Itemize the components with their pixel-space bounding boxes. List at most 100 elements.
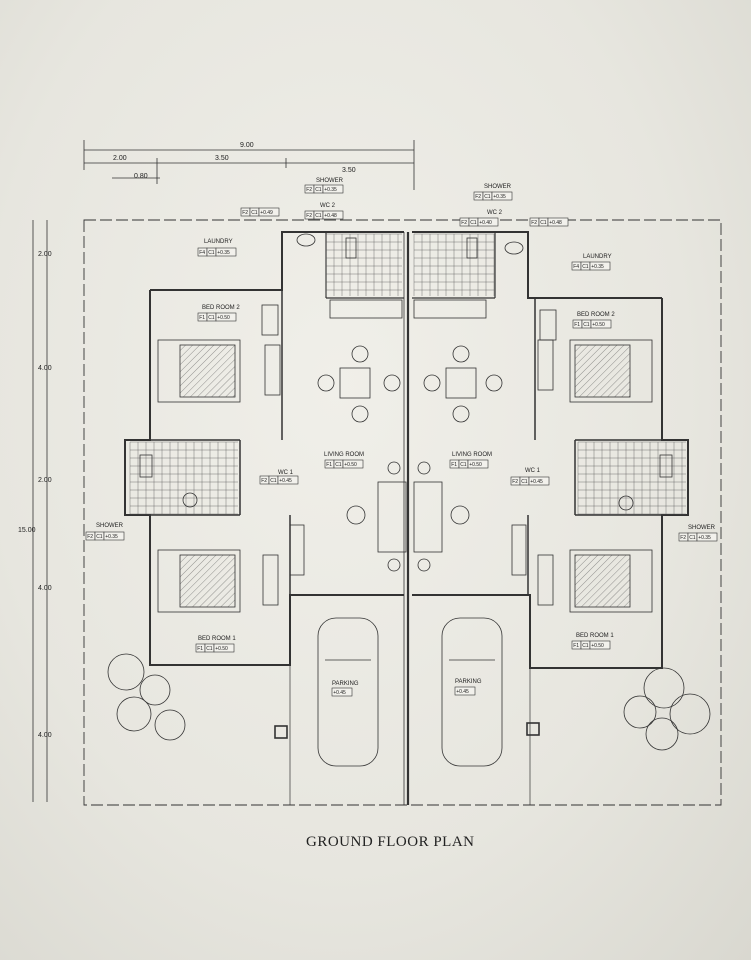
- svg-text:C1: C1: [582, 643, 589, 649]
- svg-text:C1: C1: [270, 478, 277, 484]
- svg-text:C1: C1: [540, 220, 547, 226]
- svg-text:+0.48: +0.48: [549, 220, 562, 226]
- svg-text:+0.50: +0.50: [217, 315, 230, 321]
- label-bedroom1-left: BED ROOM 1: [198, 636, 236, 642]
- label-bedroom1-right: BED ROOM 1: [576, 633, 614, 639]
- svg-text:+0.35: +0.35: [324, 187, 337, 193]
- label-bedroom2-right: BED ROOM 2: [577, 312, 615, 318]
- label-laundry-left: LAUNDRY: [204, 239, 233, 245]
- svg-text:+0.35: +0.35: [217, 250, 230, 256]
- label-shower-right: SHOWER: [688, 525, 716, 531]
- svg-text:C1: C1: [96, 534, 103, 540]
- label-shower-top-left: SHOWER: [316, 178, 344, 184]
- label-shower-left: SHOWER: [96, 523, 124, 529]
- svg-text:+0.45: +0.45: [333, 690, 346, 696]
- svg-text:F1: F1: [573, 643, 579, 649]
- label-living-left: LIVING ROOM: [324, 452, 364, 458]
- svg-text:C1: C1: [315, 213, 322, 219]
- dim-top-seg-3: 3.50: [342, 167, 356, 174]
- dim-left-4: 4.00: [38, 585, 52, 592]
- svg-text:C1: C1: [521, 479, 528, 485]
- svg-text:C1: C1: [689, 535, 696, 541]
- svg-text:F1: F1: [451, 462, 457, 468]
- svg-text:F4: F4: [199, 250, 205, 256]
- svg-text:F1: F1: [574, 322, 580, 328]
- svg-text:F1: F1: [197, 646, 203, 652]
- svg-text:C1: C1: [460, 462, 467, 468]
- svg-text:+0.35: +0.35: [591, 264, 604, 270]
- svg-text:C1: C1: [583, 322, 590, 328]
- svg-text:F1: F1: [326, 462, 332, 468]
- svg-text:F4: F4: [573, 264, 579, 270]
- svg-text:C1: C1: [470, 220, 477, 226]
- level-tag-right-parking: +0.45: [454, 686, 476, 696]
- svg-text:F2: F2: [512, 479, 518, 485]
- svg-text:F2: F2: [261, 478, 267, 484]
- svg-text:C1: C1: [582, 264, 589, 270]
- label-wc2-right: WC 2: [487, 210, 503, 216]
- dim-left-1: 2.00: [38, 251, 52, 258]
- svg-text:C1: C1: [335, 462, 342, 468]
- svg-text:F2: F2: [680, 535, 686, 541]
- label-wc1-left: WC 1: [278, 470, 294, 476]
- dim-left-3: 2.00: [38, 477, 52, 484]
- svg-text:C1: C1: [484, 194, 491, 200]
- label-shower-top-right: SHOWER: [484, 184, 512, 190]
- label-laundry-right: LAUNDRY: [583, 254, 612, 260]
- svg-text:C1: C1: [315, 187, 322, 193]
- dim-top-total: 9.00: [240, 142, 254, 149]
- dim-left-2: 4.00: [38, 365, 52, 372]
- svg-text:+0.35: +0.35: [493, 194, 506, 200]
- svg-text:+0.45: +0.45: [456, 689, 469, 695]
- dim-left-5: 4.00: [38, 732, 52, 739]
- svg-text:C1: C1: [208, 315, 215, 321]
- svg-text:+0.40: +0.40: [479, 220, 492, 226]
- label-bedroom2-left: BED ROOM 2: [202, 305, 240, 311]
- svg-text:+0.50: +0.50: [592, 322, 605, 328]
- dim-left-total: 15.00: [18, 527, 36, 534]
- svg-text:F2: F2: [475, 194, 481, 200]
- svg-text:F2: F2: [87, 534, 93, 540]
- svg-text:C1: C1: [251, 210, 258, 216]
- svg-text:F2: F2: [531, 220, 537, 226]
- dim-top-seg-2: 3.50: [215, 155, 229, 162]
- svg-text:F2: F2: [461, 220, 467, 226]
- label-wc2-left: WC 2: [320, 203, 336, 209]
- dim-top-seg-1: 2.00: [113, 155, 127, 162]
- svg-text:C1: C1: [208, 250, 215, 256]
- svg-text:F2: F2: [242, 210, 248, 216]
- svg-text:F2: F2: [306, 213, 312, 219]
- label-living-right: LIVING ROOM: [452, 452, 492, 458]
- svg-text:+0.35: +0.35: [698, 535, 711, 541]
- svg-text:+0.45: +0.45: [530, 479, 543, 485]
- svg-text:+0.50: +0.50: [215, 646, 228, 652]
- svg-text:+0.49: +0.49: [260, 210, 273, 216]
- svg-text:F1: F1: [199, 315, 205, 321]
- page-title: GROUND FLOOR PLAN: [306, 834, 475, 850]
- label-parking-right: PARKING: [455, 679, 482, 685]
- svg-text:+0.45: +0.45: [279, 478, 292, 484]
- svg-text:+0.50: +0.50: [344, 462, 357, 468]
- level-tag-left-parking: +0.45: [331, 687, 353, 697]
- label-parking-left: PARKING: [332, 681, 359, 687]
- svg-text:+0.48: +0.48: [324, 213, 337, 219]
- svg-text:+0.50: +0.50: [591, 643, 604, 649]
